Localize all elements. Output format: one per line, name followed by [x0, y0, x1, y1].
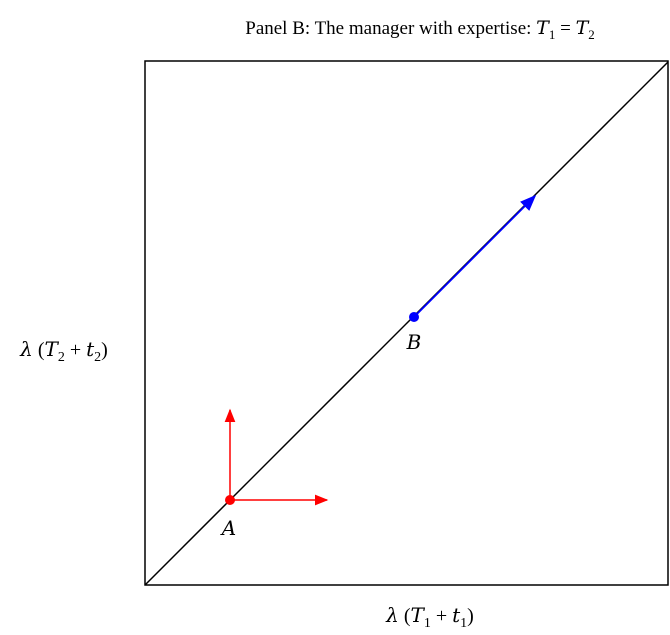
- plot-frame: [144, 60, 669, 586]
- x-axis-label: λ (T1 + t1): [385, 603, 474, 631]
- y-axis-label: λ (T2 + t2): [19, 337, 108, 365]
- point-b-label: B: [406, 330, 422, 354]
- point-a-label: A: [220, 516, 236, 540]
- diagonal-line: [144, 61, 669, 586]
- point-a: [225, 495, 235, 505]
- panel-title: Panel B: The manager with expertise: T1 …: [245, 17, 595, 42]
- arrow-b-diagonal: [413, 194, 537, 318]
- point-b: [409, 312, 419, 322]
